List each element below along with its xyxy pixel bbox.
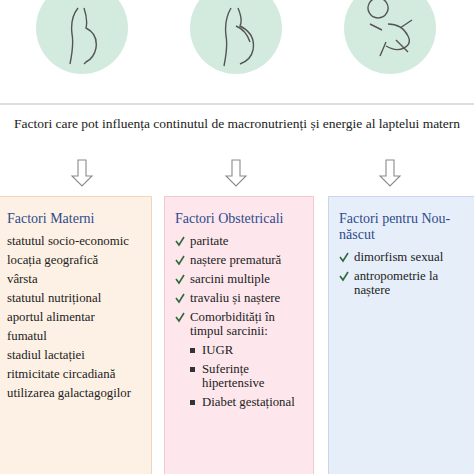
- factor-item: Comorbidități în timpul sarcinii:: [175, 310, 307, 338]
- item-text: stadiul lactației: [7, 348, 85, 362]
- item-text: locația geografică: [7, 253, 98, 267]
- check-mark: [175, 254, 185, 266]
- item-text: sarcini multiple: [190, 272, 270, 286]
- factor-item: fumatul: [7, 329, 145, 343]
- factor-item: stadiul lactației: [7, 348, 145, 362]
- factor-box: Factori Materni statutul socio-economic lo…: [0, 196, 152, 474]
- factor-item: utilizarea galactagogilor: [7, 386, 145, 400]
- pregnant-circle: [190, 0, 282, 74]
- check-mark: [339, 251, 349, 263]
- box-heading: Factori Obstetricali: [175, 211, 307, 227]
- check-mark: [175, 273, 185, 285]
- bullet-mark: [189, 363, 197, 375]
- factor-item: travaliu și naștere: [175, 291, 307, 305]
- item-text: Suferințe hipertensive: [202, 362, 307, 390]
- item-text: antropometrie la naștere: [354, 269, 473, 297]
- factor-item: antropometrie la naștere: [339, 269, 473, 297]
- item-text: aportul alimentar: [7, 310, 95, 324]
- item-text: paritate: [190, 234, 228, 248]
- check-mark: [339, 270, 349, 282]
- title-rule: [0, 104, 474, 105]
- factor-box: Factori Obstetricali paritate naștere prem…: [164, 196, 314, 474]
- item-text: statutul socio-economic: [7, 234, 129, 248]
- bullet-mark: [189, 396, 197, 408]
- item-text: IUGR: [202, 343, 233, 357]
- factor-box: Factori pentru Nou-născut dimorfism sexua…: [328, 196, 474, 474]
- item-text: statutul nutrițional: [7, 291, 101, 305]
- mother-circle: [36, 0, 128, 74]
- factor-item: Diabet gestațional: [175, 395, 307, 409]
- factor-item: statutul nutrițional: [7, 291, 145, 305]
- check-mark: [175, 311, 185, 323]
- factor-item: locația geografică: [7, 253, 145, 267]
- factor-item: dimorfism sexual: [339, 250, 473, 264]
- factor-item: paritate: [175, 234, 307, 248]
- item-text: vârsta: [7, 272, 38, 286]
- factor-item: aportul alimentar: [7, 310, 145, 324]
- check-mark: [175, 292, 185, 304]
- check-mark: [175, 235, 185, 247]
- bullet-mark: [189, 344, 197, 356]
- item-text: Comorbidități în timpul sarcinii:: [190, 310, 307, 338]
- factor-item: sarcini multiple: [175, 272, 307, 286]
- item-text: fumatul: [7, 329, 47, 343]
- item-text: naștere prematură: [190, 253, 281, 267]
- baby-circle: [344, 0, 436, 74]
- item-text: Diabet gestațional: [202, 395, 295, 409]
- box-heading: Factori pentru Nou-născut: [339, 211, 473, 243]
- factor-item: naștere prematură: [175, 253, 307, 267]
- factor-item: vârsta: [7, 272, 145, 286]
- factor-item: ritmicitate circadiană: [7, 367, 145, 381]
- factor-item: Suferințe hipertensive: [175, 362, 307, 390]
- item-text: ritmicitate circadiană: [7, 367, 115, 381]
- item-text: travaliu și naștere: [190, 291, 280, 305]
- item-text: utilizarea galactagogilor: [7, 386, 131, 400]
- down-arrows: [72, 160, 400, 186]
- factor-item: IUGR: [175, 343, 307, 357]
- box-heading: Factori Materni: [7, 211, 145, 227]
- factor-item: statutul socio-economic: [7, 234, 145, 248]
- diagram-title: Factori care pot influența continutul de…: [0, 114, 474, 133]
- item-text: dimorfism sexual: [354, 250, 443, 264]
